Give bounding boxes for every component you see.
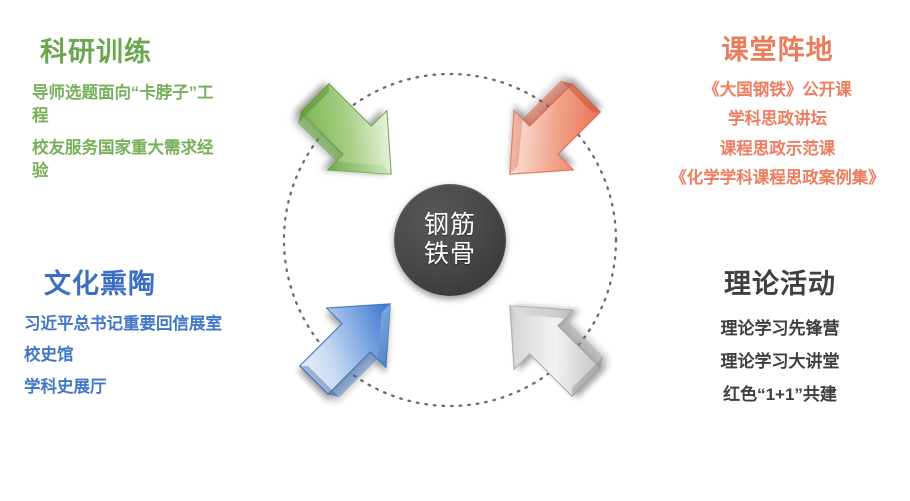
center-node: 钢筋 铁骨 (394, 184, 506, 296)
cycle-graphic (282, 72, 618, 408)
arrow-classroom-red (509, 80, 602, 175)
quadrant-research-title: 科研训练 (40, 37, 152, 67)
arrow-theory-gray (509, 305, 604, 398)
center-node-line1: 钢筋 (423, 210, 476, 239)
list-item: 学科思政讲坛 (728, 110, 827, 129)
quadrant-classroom-list: 《大国钢铁》公开课 学科思政讲坛 课程思政示范课 《化学学科课程思政案例集》 (645, 82, 910, 187)
arrow-culture-blue (298, 303, 391, 398)
quadrant-theory: 理论活动 理论学习先锋营 理论学习大讲堂 红色“1+1”共建 (650, 269, 910, 419)
list-item: 校史馆 (24, 346, 74, 365)
quadrant-culture: 文化熏陶 习近平总书记重要回信展室 校史馆 学科史展厅 (12, 269, 292, 410)
list-item: 导师选题面向“卡脖子”工程 (32, 83, 214, 126)
list-item: 理论学习先锋营 (720, 318, 840, 338)
list-item: 红色“1+1”共建 (723, 384, 837, 404)
list-item: 校友服务国家重大需求经验 (32, 138, 214, 180)
cycle-diagram: 钢筋 铁骨 (248, 38, 652, 442)
list-item: 《大国钢铁》公开课 (703, 80, 852, 99)
list-item: 理论学习大讲堂 (720, 351, 840, 371)
quadrant-culture-title: 文化熏陶 (44, 269, 156, 299)
arrow-research-green (297, 82, 392, 175)
cycle-ring-dotted (282, 72, 618, 408)
list-item: 《化学学科课程思政案例集》 (670, 169, 885, 188)
quadrant-theory-title: 理论活动 (724, 269, 836, 299)
quadrant-theory-list: 理论学习先锋营 理论学习大讲堂 红色“1+1”共建 (650, 320, 910, 403)
quadrant-classroom: 课堂阵地 《大国钢铁》公开课 学科思政讲坛 课程思政示范课 《化学学科课程思政案… (645, 35, 910, 200)
list-item: 习近平总书记重要回信展室 (24, 314, 222, 333)
list-item: 课程思政示范课 (719, 139, 836, 158)
quadrant-culture-list: 习近平总书记重要回信展室 校史馆 学科史展厅 (12, 316, 292, 396)
list-item: 学科史展厅 (24, 377, 107, 396)
center-node-line2: 铁骨 (423, 240, 476, 268)
quadrant-classroom-title: 课堂阵地 (721, 35, 834, 65)
quadrant-research: 科研训练 导师选题面向“卡脖子”工程 校友服务国家重大需求经验 (14, 37, 264, 191)
quadrant-research-list: 导师选题面向“卡脖子”工程 校友服务国家重大需求经验 (14, 82, 264, 184)
